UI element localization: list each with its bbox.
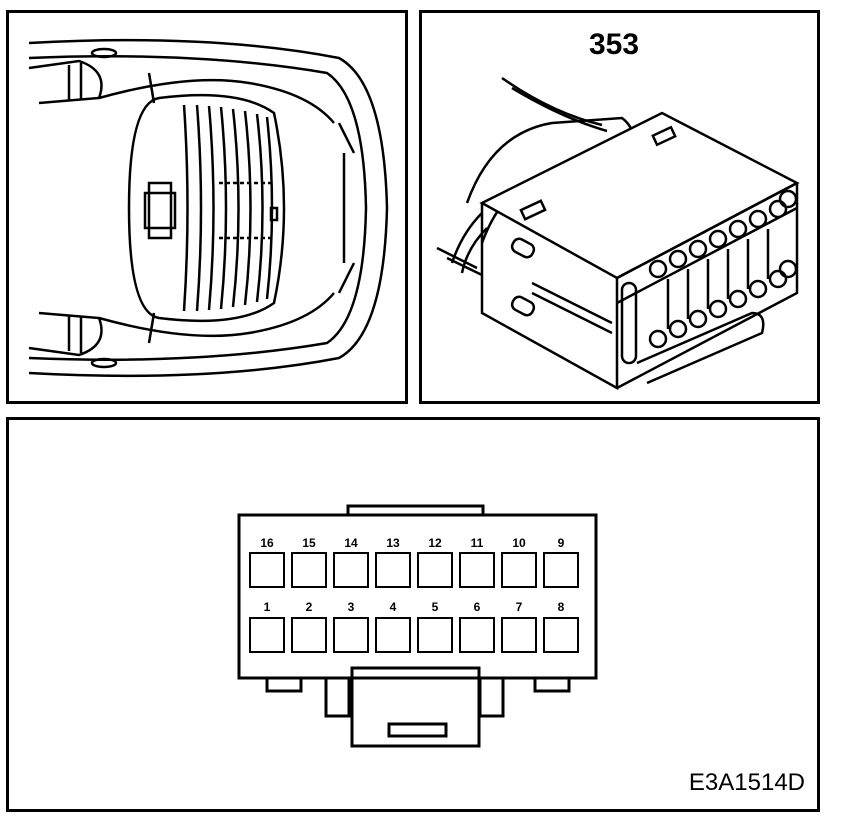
pin-cavity-10 [501, 552, 537, 588]
connector-3d-illustration [436, 76, 800, 391]
pin-cavity-14 [333, 552, 369, 588]
pin-number-5: 5 [432, 600, 439, 614]
pin-number-10: 10 [512, 536, 526, 550]
pin-number-15: 15 [302, 536, 316, 550]
pin-number-6: 6 [474, 600, 481, 614]
pin-number-8: 8 [558, 600, 565, 614]
pin-cavity-1 [249, 617, 285, 653]
right-notch [478, 678, 505, 718]
pin-cavity-13 [375, 552, 411, 588]
center-lock [350, 666, 481, 748]
connector-housing [237, 513, 598, 680]
figure-code: E3A1514D [688, 769, 805, 796]
connector-code: 353 [589, 28, 640, 61]
pin-cavity-16 [249, 552, 285, 588]
pin-number-16: 16 [260, 536, 274, 550]
connector-3d-panel: 353 [419, 10, 820, 404]
pin-number-7: 7 [516, 600, 523, 614]
pin-number-4: 4 [390, 600, 397, 614]
left-notch [324, 678, 351, 718]
pin-number-2: 2 [306, 600, 313, 614]
pin-number-11: 11 [471, 536, 484, 550]
pin-cavity-11 [459, 552, 495, 588]
pin-number-1: 1 [264, 600, 271, 614]
pin-number-12: 12 [428, 536, 442, 550]
pin-cavity-8 [543, 617, 579, 653]
pin-number-3: 3 [348, 600, 355, 614]
car-rear-illustration [28, 38, 389, 378]
lock-slot [387, 722, 448, 738]
left-foot [265, 678, 303, 693]
pin-cavity-6 [459, 617, 495, 653]
pin-number-13: 13 [386, 536, 400, 550]
pin-cavity-5 [417, 617, 453, 653]
pin-cavity-7 [501, 617, 537, 653]
pin-cavity-12 [417, 552, 453, 588]
pin-cavity-15 [291, 552, 327, 588]
pin-number-9: 9 [558, 536, 565, 550]
pin-cavity-4 [375, 617, 411, 653]
pin-cavity-3 [333, 617, 369, 653]
right-foot [533, 678, 571, 693]
pin-cavity-2 [291, 617, 327, 653]
pin-number-14: 14 [344, 536, 358, 550]
pin-cavity-9 [543, 552, 579, 588]
car-rear-view-panel [6, 10, 408, 404]
top-latch [346, 504, 485, 515]
